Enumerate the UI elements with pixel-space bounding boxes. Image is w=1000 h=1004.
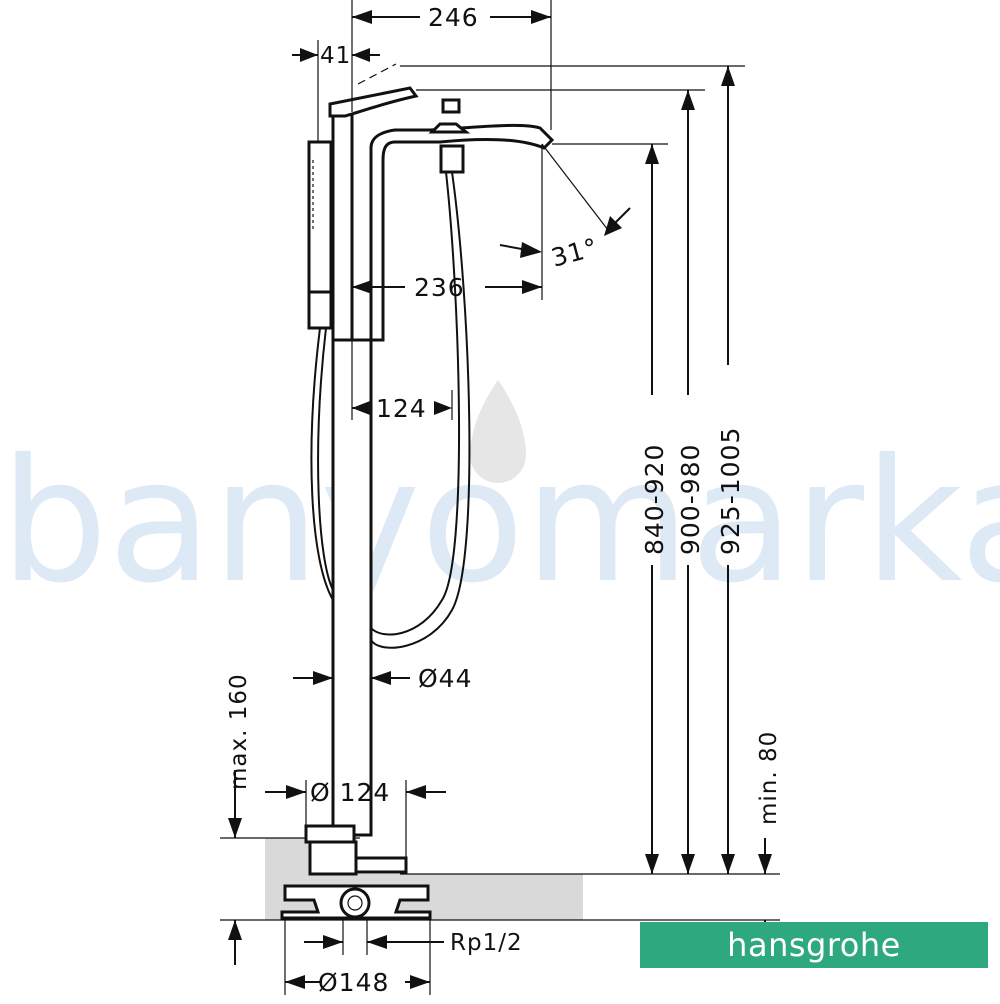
dim-height-2: 900-980 (676, 444, 705, 555)
dim-min-label: min. 80 (756, 731, 782, 825)
dim-connection: Rp1/2 (450, 930, 523, 956)
dim-base-diameter: Ø 124 (310, 778, 390, 807)
dim-shaft-offset: 124 (376, 394, 427, 423)
dim-height-3: 925-1005 (716, 427, 745, 555)
faucet-drawing (280, 63, 555, 920)
dim-handle-offset: 41 (320, 43, 351, 69)
dim-angle: 31° (548, 232, 601, 272)
dim-base-plate: Ø148 (318, 968, 389, 997)
dim-pipe-diameter: Ø44 (418, 664, 473, 693)
watermark-drop-icon (470, 380, 526, 483)
dim-max-label: max. 160 (226, 673, 252, 790)
dim-spout-reach: 236 (414, 273, 465, 302)
dim-height-1: 840-920 (640, 444, 669, 555)
brand-logo: hansgrohe (640, 922, 988, 968)
dim-spout-reach-top: 246 (428, 3, 479, 32)
brand-logo-text: hansgrohe (727, 926, 901, 964)
